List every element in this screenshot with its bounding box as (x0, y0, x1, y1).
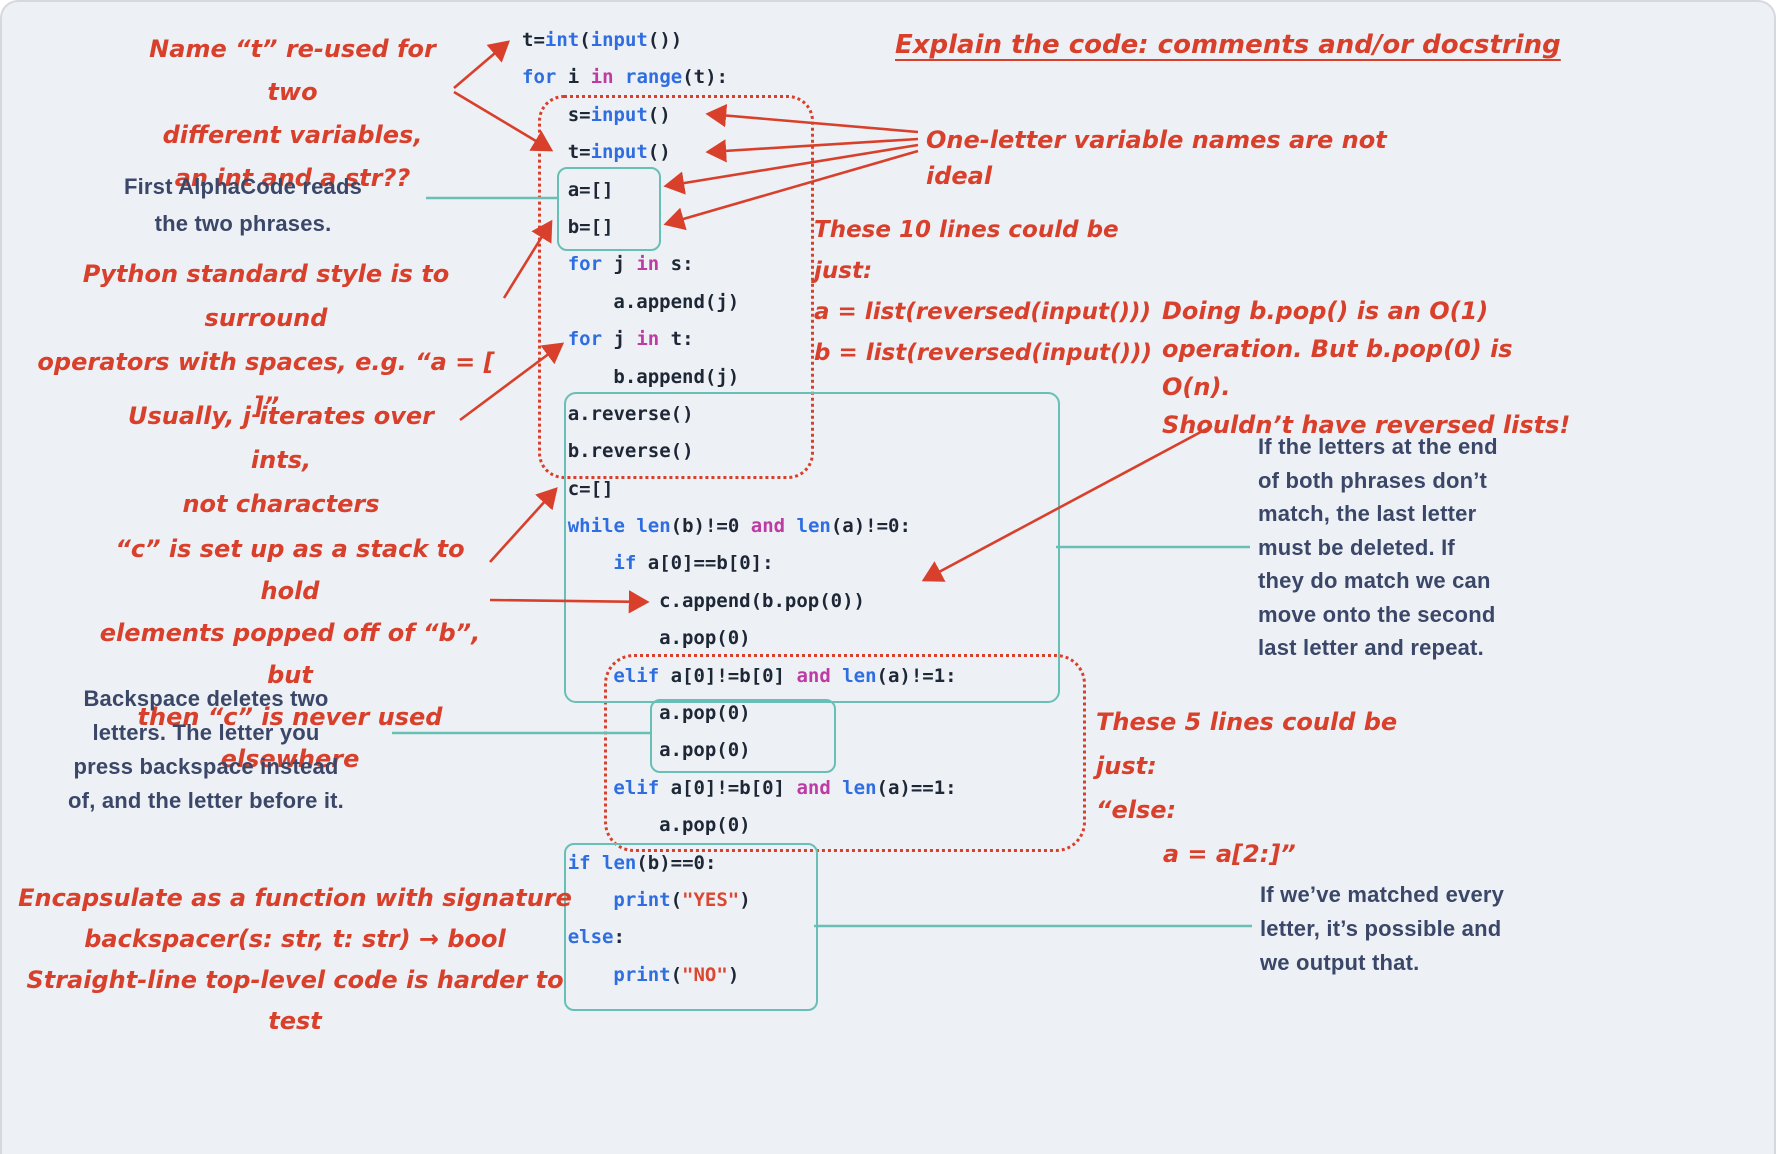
code-line: elif a[0]!=b[0] and len(a)!=1: (613, 664, 957, 687)
code-line: while len(b)!=0 and len(a)!=0: (567, 515, 911, 538)
code-line: for i in range(t): (522, 66, 728, 89)
code-line: a=[] (567, 178, 614, 201)
code-line: s=input() (567, 103, 671, 126)
teal-box-double-pop (650, 699, 836, 773)
code-line: b=[] (567, 215, 614, 238)
note-ten-lines: These 10 lines could be just: a = list(r… (814, 217, 1152, 366)
code-line: c.append(b.pop(0)) (659, 589, 865, 612)
note-first-reads: First AlphaCode reads the two phrases. (123, 174, 363, 236)
code-line: elif a[0]!=b[0] and len(a)==1: (613, 776, 957, 799)
dotted-box-five-lines (604, 654, 1086, 852)
code-line: c=[] (567, 477, 614, 500)
code-line: if len(b)==0: (567, 851, 717, 874)
code-line: b.append(j) (613, 365, 740, 388)
note-reused-t: Name “t” re-used for two different varia… (149, 35, 436, 192)
note-pop-complexity: Doing b.pop() is an O(1) operation. But … (1162, 297, 1571, 439)
code-line: a.pop(0) (659, 739, 751, 762)
teal-box-ab-lists (557, 167, 661, 251)
note-encapsulate: Encapsulate as a function with signature… (18, 884, 572, 1035)
code-line: else: (567, 926, 625, 949)
code-line: a.pop(0) (659, 627, 751, 650)
note-c-stack: “c” is set up as a stack to hold element… (99, 535, 481, 773)
note-j-iterates: Usually, j iterates over ints, not chara… (128, 402, 434, 518)
code-line: b.reverse() (567, 440, 694, 463)
note-letters-end: If the letters at the end of both phrase… (1258, 434, 1498, 660)
code-line: print("NO") (613, 963, 740, 986)
code-line: for j in s: (567, 253, 694, 276)
code-line: t=int(input()) (522, 29, 683, 51)
code-line: print("YES") (613, 888, 751, 911)
code-line: a.append(j) (613, 290, 740, 313)
code-line: a.reverse() (567, 402, 694, 425)
note-one-letter-names: One-letter variable names are not ideal (926, 126, 1396, 190)
code-line: if a[0]==b[0]: (613, 552, 774, 575)
heading-explain-code: Explain the code: comments and/or docstr… (895, 30, 1561, 60)
code-line: for j in t: (567, 328, 694, 351)
note-matched: If we’ve matched every letter, it’s poss… (1260, 882, 1505, 975)
code-line: a.pop(0) (659, 814, 751, 837)
code-line: a.pop(0) (659, 702, 751, 725)
code-line: t=input() (567, 141, 671, 164)
note-five-lines: These 5 lines could be just: “else: a = … (1096, 708, 1398, 868)
note-backspace: Backspace deletes two letters. The lette… (68, 686, 344, 813)
code-block: t=int(input()) for i in range(t): s=input(… (522, 22, 957, 994)
